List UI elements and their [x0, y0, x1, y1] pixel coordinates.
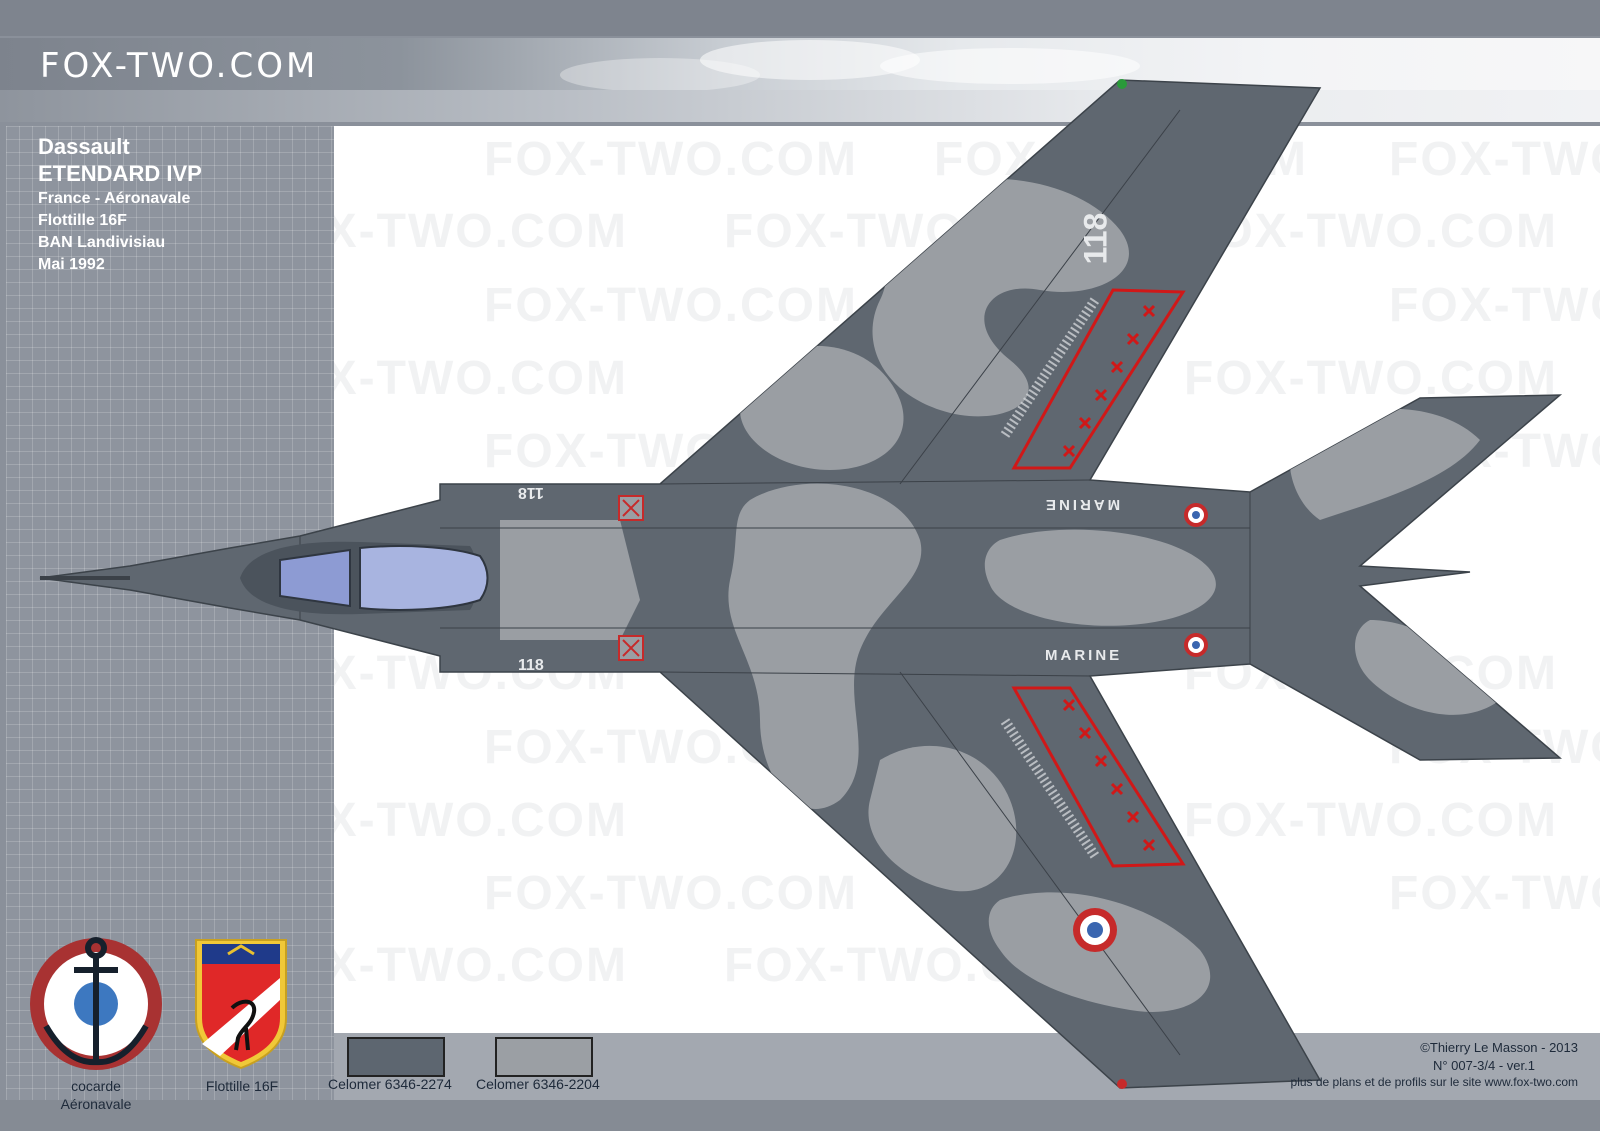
- top-band: [0, 0, 1600, 36]
- watermark: FOX-TWO.COM: [334, 205, 628, 258]
- site-logo[interactable]: FOX-TWO.COM: [40, 46, 319, 86]
- watermark: FOX-TWO.COM: [484, 867, 858, 920]
- cocarde-label-2: Aéronavale: [60, 1096, 132, 1112]
- paint-label-light: Celomer 6346-2204: [476, 1076, 600, 1092]
- watermark: FOX-TWO.COM: [334, 794, 628, 847]
- credit-site[interactable]: plus de plans et de profils sur le site …: [1290, 1075, 1578, 1089]
- watermark: FOX-TWO.COM: [334, 352, 628, 405]
- tail-number-nose-bottom: 118: [518, 657, 544, 674]
- roundel-fuselage-top: [1184, 503, 1208, 527]
- marine-text-top: MARINE: [1043, 496, 1121, 513]
- unit: Flottille 16F: [38, 212, 127, 229]
- roundel-wing: [1073, 908, 1117, 952]
- country-service: France - Aéronavale: [38, 190, 191, 207]
- watermark: FOX-TWO.COM: [334, 939, 628, 992]
- flottille-16f-emblem: [195, 939, 287, 1070]
- watermark: FOX-TWO.COM: [1389, 867, 1600, 920]
- tail-number-wing: 118: [1077, 212, 1114, 265]
- cocarde-aeronavale-emblem: [30, 937, 162, 1070]
- watermark: FOX-TWO.COM: [1389, 133, 1600, 186]
- watermark: FOX-TWO.COM: [484, 133, 858, 186]
- aircraft-info: Dassault ETENDARD IVP France - Aéronaval…: [38, 134, 202, 276]
- credit-author: ©Thierry Le Masson - 2013: [1420, 1040, 1578, 1055]
- cocarde-label-1: cocarde: [71, 1078, 121, 1094]
- tail-number-nose-top: 118: [518, 484, 544, 501]
- date: Mai 1992: [38, 256, 105, 273]
- model: ETENDARD IVP: [38, 161, 202, 186]
- credit-ref: N° 007-3/4 - ver.1: [1432, 1058, 1535, 1073]
- marine-text-bottom: MARINE: [1045, 647, 1123, 664]
- paint-swatch-light: [495, 1037, 593, 1077]
- header-subband: [0, 90, 1600, 122]
- watermark: FOX-TWO.COM: [1184, 794, 1558, 847]
- watermark: FOX-TWO.COM: [484, 279, 858, 332]
- roundel-fuselage-bottom: [1184, 633, 1208, 657]
- manufacturer: Dassault: [38, 134, 130, 159]
- header-banner: FOX-TWO.COM: [0, 38, 1600, 90]
- base: BAN Landivisiau: [38, 234, 166, 251]
- paint-label-dark: Celomer 6346-2274: [328, 1076, 452, 1092]
- paint-swatch-dark: [347, 1037, 445, 1077]
- footer-band: [0, 1100, 1600, 1131]
- watermark: FOX-TWO.COM: [1389, 279, 1600, 332]
- unit-emblem-label: Flottille 16F: [205, 1078, 279, 1094]
